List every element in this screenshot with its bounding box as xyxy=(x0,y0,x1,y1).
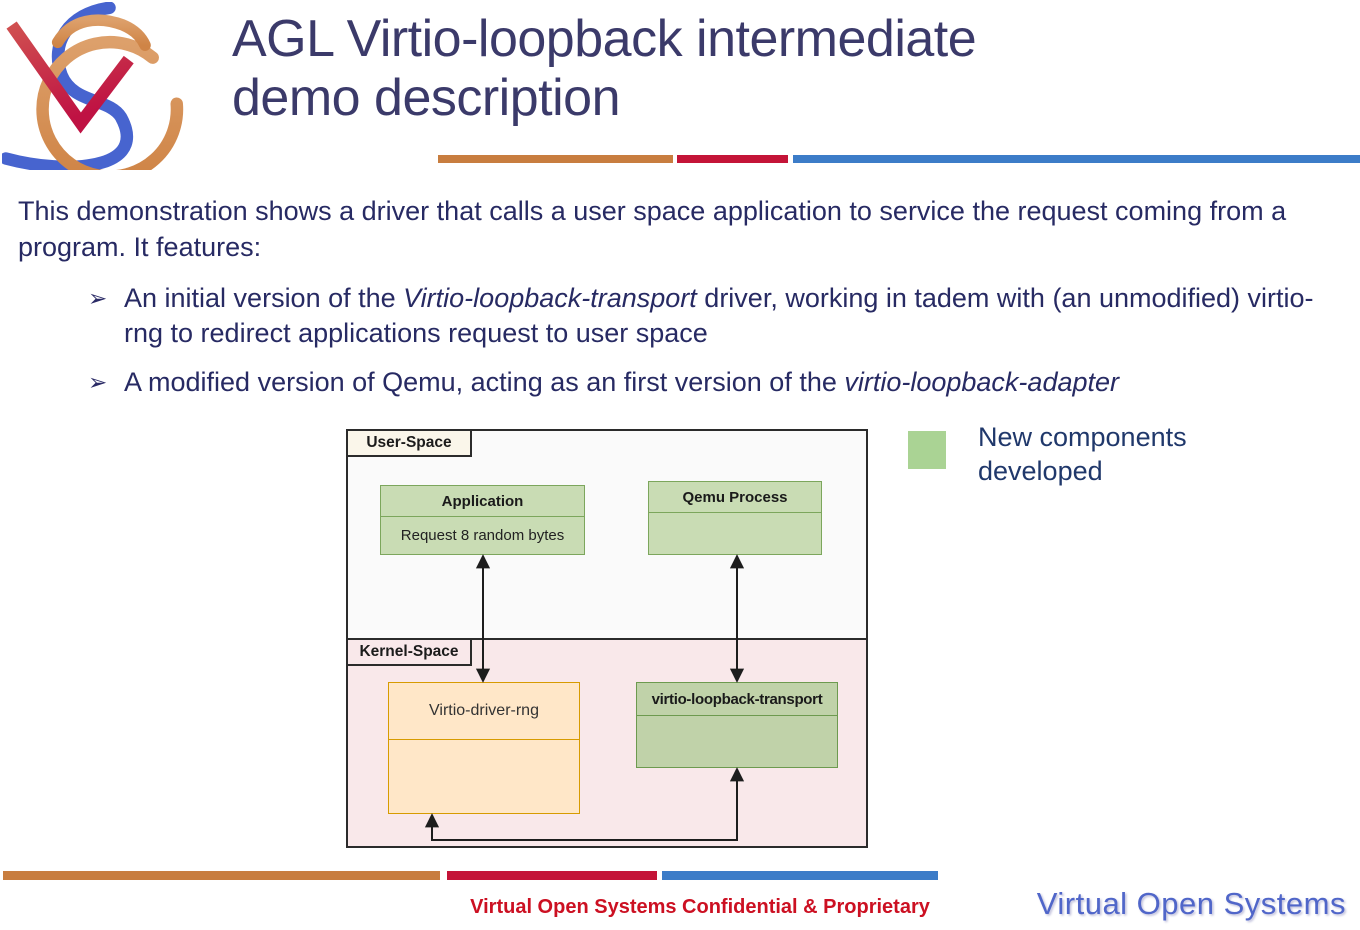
bullet-item-2-text: A modified version of Qemu, acting as an… xyxy=(124,365,1119,400)
virtio-driver-rng-node-title: Virtio-driver-rng xyxy=(389,683,579,740)
page-title: AGL Virtio-loopback intermediate demo de… xyxy=(232,10,977,128)
logo-red-check xyxy=(6,21,134,134)
bullet-1-pre: An initial version of the xyxy=(124,283,404,313)
vos-logo xyxy=(2,2,184,170)
page-title-line1: AGL Virtio-loopback intermediate xyxy=(232,10,977,68)
bullet-1-em: Virtio-loopback-transport xyxy=(403,283,697,313)
title-rule-red xyxy=(677,155,788,163)
bullet-item-2: ➢ A modified version of Qemu, acting as … xyxy=(88,365,1332,400)
architecture-diagram: User-Space Kernel-Space Application Requ… xyxy=(346,429,868,848)
page-title-line2: demo description xyxy=(232,68,621,127)
bullet-1-post: driver, working in tadem with (an unmodi… xyxy=(124,283,1314,349)
virtio-loopback-transport-node-title: virtio-loopback-transport xyxy=(637,683,837,716)
bullet-item-1: ➢ An initial version of the Virtio-loopb… xyxy=(88,281,1332,351)
virtio-driver-rng-node: Virtio-driver-rng xyxy=(388,682,580,814)
bullet-item-1-text: An initial version of the Virtio-loopbac… xyxy=(124,281,1332,351)
footer-rule-orange xyxy=(3,871,440,880)
footer-rule-blue xyxy=(662,871,938,880)
logo-orange-circle xyxy=(36,35,184,170)
virtio-loopback-transport-node: virtio-loopback-transport xyxy=(636,682,838,768)
qemu-process-node-title: Qemu Process xyxy=(649,482,821,513)
logo-orange-arc xyxy=(51,14,151,51)
application-node-title: Application xyxy=(381,486,584,517)
footer-rule-red xyxy=(447,871,657,880)
legend-green-swatch xyxy=(908,431,946,469)
qemu-process-node: Qemu Process xyxy=(648,481,822,555)
arrow-bullet-icon: ➢ xyxy=(88,369,108,396)
title-rule-blue xyxy=(793,155,1360,163)
application-node-body: Request 8 random bytes xyxy=(400,527,565,544)
brand-wordmark: Virtual Open Systems xyxy=(1036,886,1346,921)
intro-paragraph: This demonstration shows a driver that c… xyxy=(18,196,1287,262)
title-rule-orange xyxy=(438,155,673,163)
bullet-list: ➢ An initial version of the Virtio-loopb… xyxy=(88,281,1332,400)
arrow-bullet-icon: ➢ xyxy=(88,285,108,311)
legend-label: New components developed xyxy=(978,422,1187,486)
bullet-2-pre: A modified version of Qemu, acting as an… xyxy=(124,367,845,398)
kernel-space-label: Kernel-Space xyxy=(346,638,472,666)
confidential-notice: Virtual Open Systems Confidential & Prop… xyxy=(470,896,930,918)
application-node: Application Request 8 random bytes xyxy=(380,485,585,555)
bullet-2-em: virtio-loopback-adapter xyxy=(844,367,1119,398)
user-space-label: User-Space xyxy=(346,429,472,457)
